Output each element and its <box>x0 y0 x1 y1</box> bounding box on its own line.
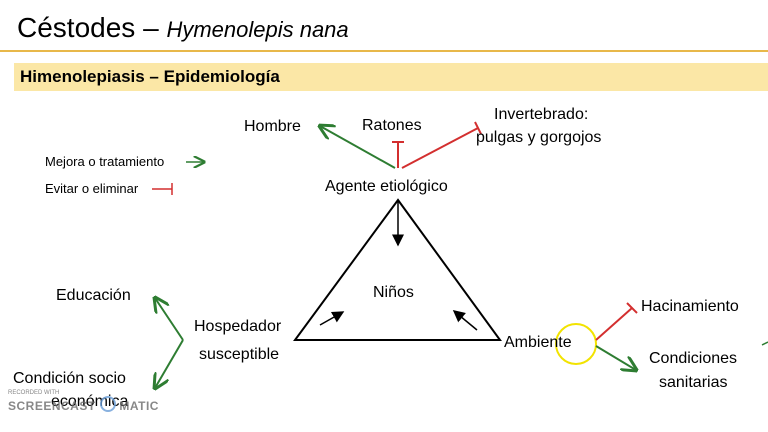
node-center: Niños <box>373 284 414 301</box>
section-header: Himenolepiasis – Epidemiología <box>14 63 768 91</box>
block-agent-invertebrate <box>401 127 479 169</box>
block-agent-invertebrate-bar <box>474 121 482 135</box>
node-sanitary-line1: Condiciones <box>649 350 738 367</box>
arrow-agent-to-human <box>320 126 396 169</box>
arrow-host-to-center <box>319 311 345 326</box>
page-title: Céstodes – Hymenolepis nana <box>17 12 349 44</box>
node-agent: Agente etiológico <box>325 178 448 195</box>
node-sanitary-line2: sanitarias <box>659 374 728 391</box>
title-main: Céstodes <box>17 12 136 43</box>
block-env-crowding-bar <box>626 302 638 314</box>
node-host-line2: susceptible <box>199 346 280 363</box>
legend-improve-label: Mejora o tratamiento <box>45 154 165 169</box>
watermark-logo: SCREENCAST MATIC <box>8 396 159 413</box>
cursor-highlight <box>555 323 597 365</box>
node-human: Hombre <box>244 118 301 135</box>
node-socio-line1: Condición socio <box>13 370 126 387</box>
watermark-recorded: RECORDED WITH <box>8 390 60 396</box>
arrow-env-to-sanitary <box>595 345 636 370</box>
block-env-crowding <box>595 307 633 341</box>
node-invertebrate-line2: pulgas y gorgojos <box>476 129 602 146</box>
legend-avoid-label: Evitar o eliminar <box>45 181 139 196</box>
watermark-brand-2: MATIC <box>119 399 159 413</box>
node-environment: Ambiente <box>504 334 572 351</box>
node-crowding: Hacinamiento <box>641 298 739 315</box>
title-underline <box>0 50 768 52</box>
arrow-env-to-center <box>452 310 478 331</box>
node-invertebrate-line1: Invertebrado: <box>494 106 589 123</box>
edge-fragment <box>761 341 768 346</box>
title-subtitle: Hymenolepis nana <box>166 17 349 42</box>
epidemiology-triangle <box>293 198 502 341</box>
node-host-line1: Hospedador <box>194 318 282 335</box>
watermark-brand: SCREENCAST <box>8 399 96 413</box>
arrow-host-to-education <box>155 298 184 341</box>
title-dash: – <box>135 12 167 43</box>
node-education: Educación <box>56 287 131 304</box>
node-rats: Ratones <box>362 117 422 134</box>
section-title: Himenolepiasis – Epidemiología <box>20 67 280 86</box>
watermark-dot-icon <box>99 396 116 412</box>
arrow-host-to-socio <box>155 339 184 388</box>
